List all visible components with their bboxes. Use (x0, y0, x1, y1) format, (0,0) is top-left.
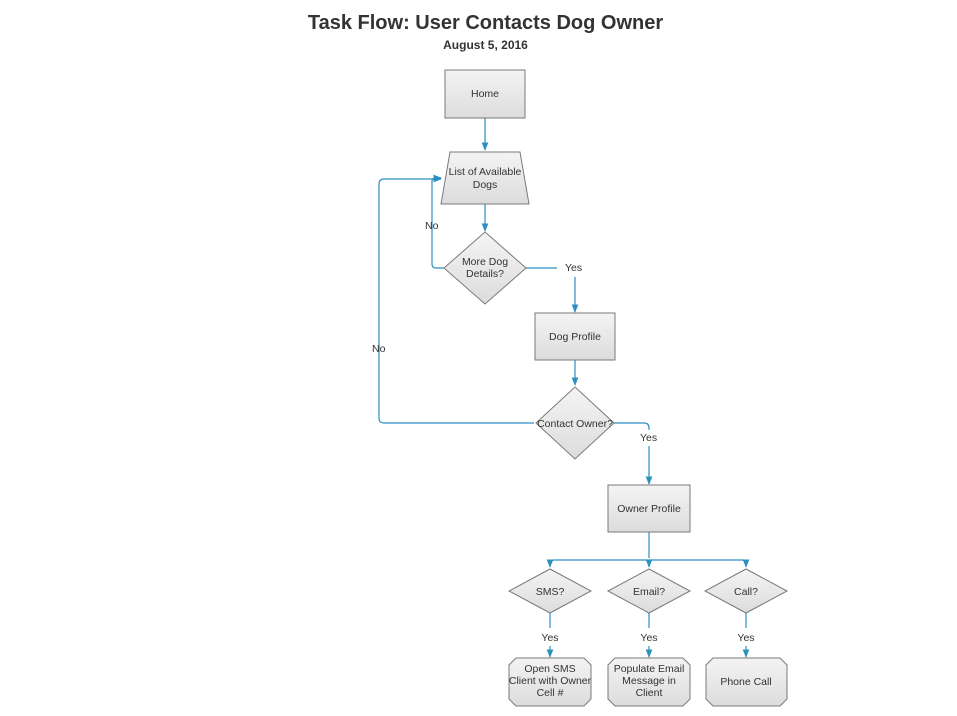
node-sms: SMS? (507, 568, 593, 614)
node-email: Email? (606, 568, 692, 614)
node-call-label: Call? (734, 586, 758, 598)
node-list-of-dogs: List of Available Dogs (440, 151, 530, 205)
node-more-dog-details: More Dog Details? (443, 231, 527, 305)
node-populate-email: Populate Email Message in Client (607, 657, 691, 707)
connectors (378, 118, 750, 658)
node-contact-owner: Contact Owner? (535, 386, 615, 460)
node-dog-profile: Dog Profile (534, 312, 616, 361)
node-email-label: Email? (633, 586, 665, 598)
node-populate-email-line3: Client (636, 687, 663, 699)
diagram-title: Task Flow: User Contacts Dog Owner (307, 12, 664, 34)
node-contact-owner-label: Contact Owner? (537, 418, 613, 430)
edge-branch-sms (546, 559, 649, 568)
label-details-yes: Yes (565, 262, 582, 274)
node-phone-call: Phone Call (705, 657, 788, 707)
edge-branch-call (649, 559, 750, 568)
node-phone-call-label: Phone Call (720, 676, 771, 688)
diagram-date: August 5, 2016 (443, 38, 528, 52)
label-details-no: No (425, 220, 439, 232)
edge-contact-yes (613, 422, 650, 430)
node-list-label-line1: List of Available (449, 166, 522, 178)
node-open-sms-line2: Client with Owner (509, 675, 592, 687)
label-call-yes: Yes (737, 632, 754, 644)
node-call: Call? (703, 568, 789, 614)
node-owner-profile: Owner Profile (607, 484, 691, 533)
label-email-yes: Yes (640, 632, 657, 644)
node-details-label-line2: Details? (466, 268, 504, 280)
node-open-sms-line1: Open SMS (524, 663, 575, 675)
node-populate-email-line1: Populate Email (614, 663, 685, 675)
node-populate-email-line2: Message in (622, 675, 676, 687)
label-contact-no: No (372, 343, 386, 355)
node-home-label: Home (471, 88, 499, 100)
node-sms-label: SMS? (536, 586, 565, 598)
edge-contact-no-loop (378, 175, 534, 424)
node-open-sms-line3: Cell # (537, 687, 564, 699)
node-details-label-line1: More Dog (462, 256, 508, 268)
label-sms-yes: Yes (541, 632, 558, 644)
node-dog-profile-label: Dog Profile (549, 331, 601, 343)
node-home: Home (444, 69, 526, 119)
node-open-sms-client: Open SMS Client with Owner Cell # (508, 657, 592, 707)
edge-labels: No Yes No Yes Yes Yes Yes (372, 220, 755, 644)
node-list-label-line2: Dogs (473, 179, 498, 191)
label-contact-yes: Yes (640, 432, 657, 444)
node-owner-profile-label: Owner Profile (617, 503, 681, 515)
